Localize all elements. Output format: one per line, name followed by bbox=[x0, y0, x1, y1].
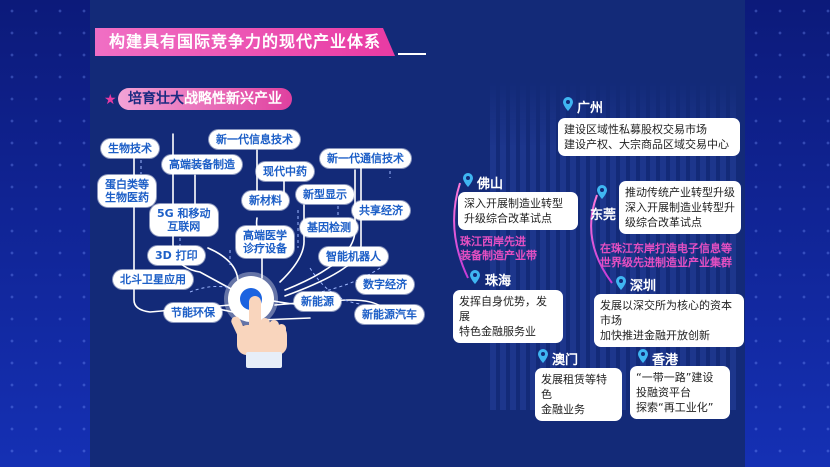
location-pin-icon bbox=[463, 173, 473, 187]
node-5g-internet: 5G 和移动互联网 bbox=[150, 204, 218, 236]
card-line: 发挥自身优势，发展 bbox=[459, 295, 547, 323]
node-protein-biomed: 蛋白类等生物医药 bbox=[98, 175, 156, 207]
city-label-macau: 澳门 bbox=[552, 353, 579, 368]
card-shenzhen: 发展以深交所为核心的资本市场 加快推进金融开放创新 bbox=[594, 294, 744, 347]
city-label-zhuhai: 珠海 bbox=[485, 274, 512, 289]
page-title: 构建具有国际竞争力的现代产业体系 bbox=[95, 28, 395, 56]
node-high-end-medical: 高端医学诊疗设备 bbox=[236, 226, 294, 258]
city-label-shenzhen: 深圳 bbox=[630, 279, 657, 294]
caption-line: 在珠江东岸打造电子信息等 bbox=[600, 242, 732, 255]
card-line: 特色金融服务业 bbox=[459, 325, 536, 338]
node-energy-saving: 节能环保 bbox=[164, 303, 222, 322]
node-line: 蛋白类等 bbox=[105, 178, 149, 191]
location-pin-icon bbox=[563, 97, 573, 111]
caption-line: 珠江西岸先进 bbox=[460, 235, 526, 248]
card-guangzhou: 建设区域性私募股权交易市场 建设产权、大宗商品区域交易中心 bbox=[558, 118, 740, 156]
node-high-end-equipment: 高端装备制造 bbox=[162, 155, 242, 174]
card-line: “一带一路”建设 bbox=[636, 371, 714, 384]
node-3d-printing: 3D 打印 bbox=[148, 246, 205, 265]
card-line: 投融资平台 bbox=[636, 386, 691, 399]
card-line: 金融业务 bbox=[541, 403, 585, 416]
east-bank-caption: 在珠江东岸打造电子信息等 世界级先进制造业产业集群 bbox=[600, 242, 732, 270]
location-pin-icon bbox=[470, 270, 480, 284]
card-line: 发展租赁等特色 bbox=[541, 373, 607, 401]
node-line: 互联网 bbox=[167, 220, 201, 233]
card-line: 深入开展制造业转型升 bbox=[625, 201, 735, 214]
card-line: 发展以深交所为核心的资本市场 bbox=[600, 299, 732, 327]
card-line: 推动传统产业转型升级 bbox=[625, 186, 735, 199]
node-modern-tcm: 现代中药 bbox=[256, 162, 314, 181]
node-gene-testing: 基因检测 bbox=[300, 218, 358, 237]
node-new-energy: 新能源 bbox=[294, 292, 341, 311]
card-dongguan: 推动传统产业转型升级 深入开展制造业转型升 级综合改革试点 bbox=[619, 181, 741, 234]
node-intelligent-robots: 智能机器人 bbox=[319, 247, 388, 266]
section-heading: 培育壮大战略性新兴产业 bbox=[118, 88, 292, 110]
caption-line: 世界级先进制造业产业集群 bbox=[600, 256, 732, 269]
title-underline bbox=[398, 53, 426, 55]
sleeve-cuff bbox=[246, 352, 282, 368]
node-sharing-economy: 共享经济 bbox=[352, 201, 410, 220]
star-icon: ★ bbox=[104, 92, 117, 108]
node-line: 生物医药 bbox=[105, 191, 149, 204]
card-line: 建设产权、大宗商品区域交易中心 bbox=[564, 138, 729, 151]
node-line: 诊疗设备 bbox=[243, 242, 287, 255]
card-line: 级综合改革试点 bbox=[625, 216, 702, 229]
section-heading-part1: 培育壮大 bbox=[128, 91, 184, 107]
location-pin-icon bbox=[616, 276, 626, 290]
city-label-dongguan: 东莞 bbox=[590, 208, 617, 223]
node-new-materials: 新材料 bbox=[242, 191, 289, 210]
card-line: 探索“再工业化” bbox=[636, 401, 714, 414]
card-line: 深入开展制造业转型 bbox=[464, 197, 563, 210]
node-next-gen-it: 新一代信息技术 bbox=[209, 130, 300, 149]
location-pin-icon bbox=[638, 349, 648, 363]
city-label-foshan: 佛山 bbox=[477, 177, 504, 192]
card-line: 升级综合改革试点 bbox=[464, 212, 552, 225]
caption-line: 装备制造产业带 bbox=[460, 249, 537, 262]
node-line: 高端医学 bbox=[243, 229, 287, 242]
node-beidou: 北斗卫星应用 bbox=[113, 270, 193, 289]
card-foshan: 深入开展制造业转型 升级综合改革试点 bbox=[458, 192, 578, 230]
card-hongkong: “一带一路”建设 投融资平台 探索“再工业化” bbox=[630, 366, 730, 419]
card-line: 建设区域性私募股权交易市场 bbox=[564, 123, 707, 136]
location-pin-icon bbox=[538, 349, 548, 363]
location-pin-icon bbox=[597, 185, 607, 199]
node-line: 5G 和移动 bbox=[157, 207, 211, 220]
city-label-hongkong: 香港 bbox=[652, 353, 679, 368]
node-new-display: 新型显示 bbox=[296, 185, 354, 204]
node-nev: 新能源汽车 bbox=[355, 305, 424, 324]
card-zhuhai: 发挥自身优势，发展 特色金融服务业 bbox=[453, 290, 563, 343]
node-digital-economy: 数字经济 bbox=[356, 275, 414, 294]
city-label-guangzhou: 广州 bbox=[577, 101, 604, 116]
node-next-gen-comm: 新一代通信技术 bbox=[320, 149, 411, 168]
node-biotech: 生物技术 bbox=[101, 139, 159, 158]
west-bank-caption: 珠江西岸先进 装备制造产业带 bbox=[460, 235, 537, 263]
card-line: 加快推进金融开放创新 bbox=[600, 329, 710, 342]
section-heading-part2: 战略性新兴产业 bbox=[184, 91, 282, 107]
card-macau: 发展租赁等特色 金融业务 bbox=[535, 368, 622, 421]
